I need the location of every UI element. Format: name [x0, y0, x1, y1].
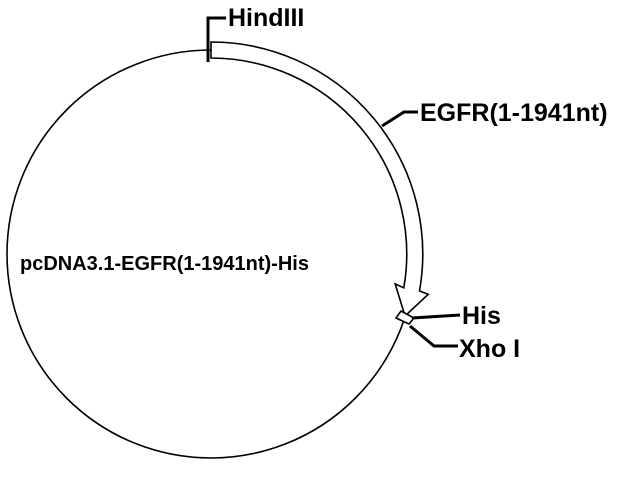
his-tag-leader	[411, 313, 461, 320]
his-tag-box	[394, 309, 416, 325]
egfr-insert-label: EGFR(1-1941nt)	[420, 99, 608, 127]
xhoi-site-leader	[409, 324, 458, 348]
egfr-insert-leader	[381, 110, 418, 128]
plasmid-name: pcDNA3.1-EGFR(1-1941nt)-His	[20, 253, 309, 275]
his-tag-label: His	[462, 302, 501, 330]
hindiii-site-leader	[206, 16, 226, 62]
hindiii-site-label: HindIII	[228, 4, 304, 32]
xhoi-site-label: Xho I	[459, 335, 520, 363]
